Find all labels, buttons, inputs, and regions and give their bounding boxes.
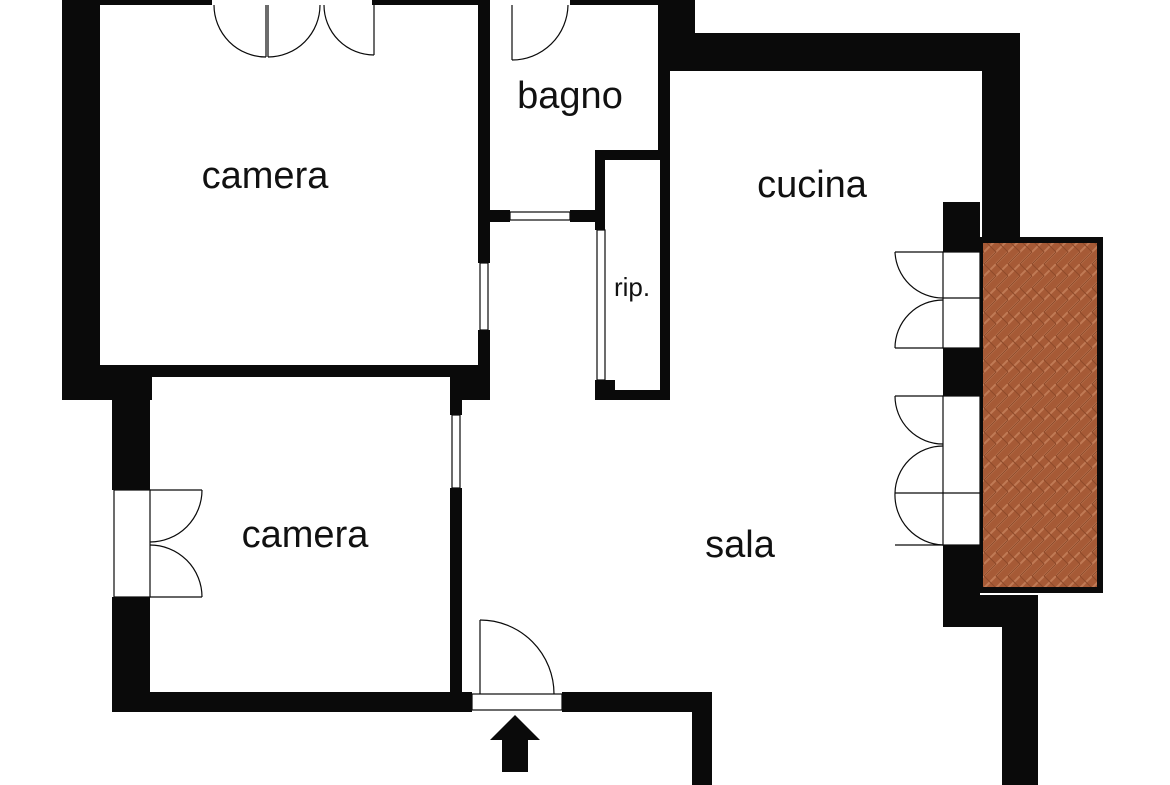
doors bbox=[149, 4, 944, 695]
walls bbox=[62, 0, 1038, 785]
windows bbox=[113, 211, 981, 711]
room-label-camera-bottom: camera bbox=[242, 514, 370, 556]
room-label-cucina: cucina bbox=[757, 164, 868, 206]
room-label-camera-top: camera bbox=[202, 155, 330, 197]
room-label-sala: sala bbox=[705, 524, 776, 566]
balcony bbox=[977, 237, 1103, 593]
room-label-ripostiglio: rip. bbox=[614, 272, 650, 302]
entrance-arrow-icon bbox=[490, 715, 540, 772]
room-label-bagno: bagno bbox=[517, 75, 623, 117]
